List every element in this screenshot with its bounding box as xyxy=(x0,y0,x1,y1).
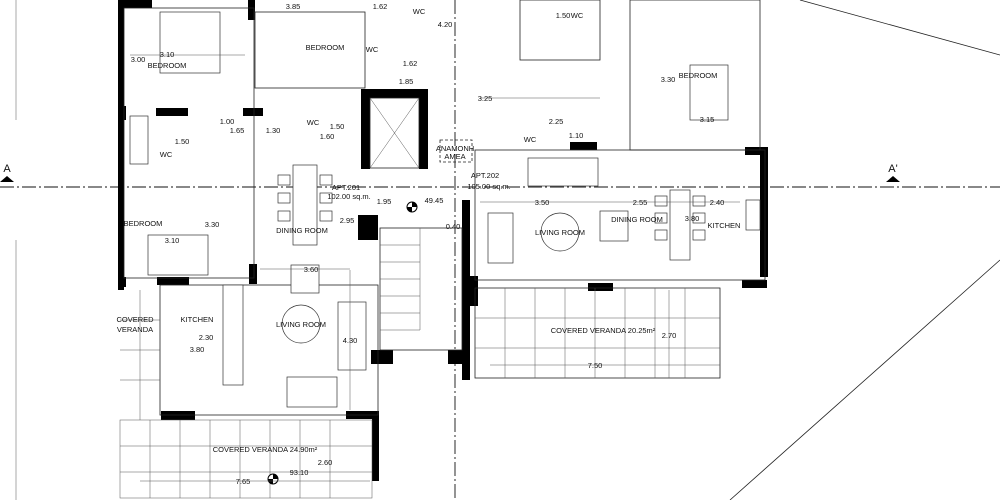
furniture xyxy=(147,11,761,485)
room-label-veranda: VERANDA xyxy=(117,325,153,334)
waiting-area-label: ΑΝΑΜΟΝΗ xyxy=(436,144,474,153)
dim-label: 3.15 xyxy=(700,115,715,124)
stair-and-lift xyxy=(369,97,473,351)
dim-label: 1.85 xyxy=(399,77,414,86)
walls-apt-202 xyxy=(470,0,768,379)
dim-label: 2.25 xyxy=(549,117,564,126)
apartment-name: APT.201 xyxy=(332,183,360,192)
dim-label: 4.20 xyxy=(438,20,453,29)
section-arrow-left-icon xyxy=(0,176,14,182)
dim-label: 3.50 xyxy=(535,198,550,207)
room-label-bedroom: BEDROOM xyxy=(306,43,345,52)
dim-label: 1.95 xyxy=(377,197,392,206)
dim-label: 3.80 xyxy=(190,345,205,354)
dim-label: 1.60 xyxy=(320,132,335,141)
dimension-lines xyxy=(130,54,740,482)
dim-label: 1.50 xyxy=(175,137,190,146)
dim-label: 2.30 xyxy=(199,333,214,342)
room-label-bedroom: BEDROOM xyxy=(148,61,187,70)
dim-label: 3.30 xyxy=(661,75,676,84)
room-label-wc: WC xyxy=(160,150,173,159)
site-boundary xyxy=(15,0,1000,500)
dim-label: 3.00 xyxy=(131,55,146,64)
dim-label: 7.50 xyxy=(588,361,603,370)
room-label-wc: WC xyxy=(413,7,426,16)
dim-label: 3.25 xyxy=(478,94,493,103)
apartment-area: 105.00 sq.m. xyxy=(467,182,510,191)
dim-label: 1.62 xyxy=(403,59,418,68)
waiting-area-label: ΑΜΕΑ xyxy=(444,152,465,161)
dim-label: 3.60 xyxy=(304,265,319,274)
room-label-bedroom: BEDROOM xyxy=(679,71,718,80)
rug-left xyxy=(281,304,321,344)
dim-label: 4.30 xyxy=(343,336,358,345)
dim-label: 0.40 xyxy=(446,222,461,231)
veranda-grid-left xyxy=(119,290,373,499)
dim-label: 1.50 xyxy=(556,11,571,20)
dim-label: 3.85 xyxy=(286,2,301,11)
dim-label: 1.10 xyxy=(569,131,584,140)
room-label-living: LIVING ROOM xyxy=(535,228,585,237)
dim-label: 1.62 xyxy=(373,2,388,11)
dim-label: 2.70 xyxy=(662,331,677,340)
room-label-wc: WC xyxy=(571,11,584,20)
elevation-label: 93.10 xyxy=(290,468,309,477)
room-label-wc: WC xyxy=(366,45,379,54)
elevation-label: 49.45 xyxy=(425,196,444,205)
room-label-veranda: COVERED VERANDA 24.90m² xyxy=(213,445,318,454)
dim-label: 3.10 xyxy=(165,236,180,245)
room-label-veranda: COVERED VERANDA 20.25m² xyxy=(551,326,656,335)
dim-label: 7.65 xyxy=(236,477,251,486)
dim-label: 1.50 xyxy=(330,122,345,131)
dim-label: 3.80 xyxy=(685,214,700,223)
room-label-kitchen: KITCHEN xyxy=(708,221,741,230)
labels: 3.85 1.62 WC 4.20 1.50 WC 3.10 BEDROOM 3… xyxy=(116,2,740,486)
room-label-wc: WC xyxy=(524,135,537,144)
apartment-area: 102.00 sq.m. xyxy=(327,192,370,201)
room-label-living: LIVING ROOM xyxy=(276,320,326,329)
section-arrow-right-icon xyxy=(886,176,900,182)
dim-label: 1.00 xyxy=(220,117,235,126)
walls-apt-201 xyxy=(118,0,470,481)
dim-label: 1.30 xyxy=(266,126,281,135)
apartment-name: APT.202 xyxy=(471,171,499,180)
dim-label: 2.95 xyxy=(340,216,355,225)
room-label-dining: DINING ROOM xyxy=(276,226,328,235)
dim-label: 3.10 xyxy=(160,50,175,59)
rug-right xyxy=(540,212,580,252)
dim-label: 2.55 xyxy=(633,198,648,207)
section-marker-left: A xyxy=(3,163,11,175)
section-marker-right: A' xyxy=(888,163,897,175)
dim-label: 3.30 xyxy=(205,220,220,229)
room-label-veranda: COVERED xyxy=(116,315,154,324)
dim-label: 1.65 xyxy=(230,126,245,135)
veranda-grid-right xyxy=(475,288,720,378)
room-label-dining: DINING ROOM xyxy=(611,215,663,224)
dim-label: 2.60 xyxy=(318,458,333,467)
room-label-bedroom: BEDROOM xyxy=(124,219,163,228)
room-label-kitchen: KITCHEN xyxy=(181,315,214,324)
room-label-wc: WC xyxy=(307,118,320,127)
dim-label: 2.40 xyxy=(710,198,725,207)
